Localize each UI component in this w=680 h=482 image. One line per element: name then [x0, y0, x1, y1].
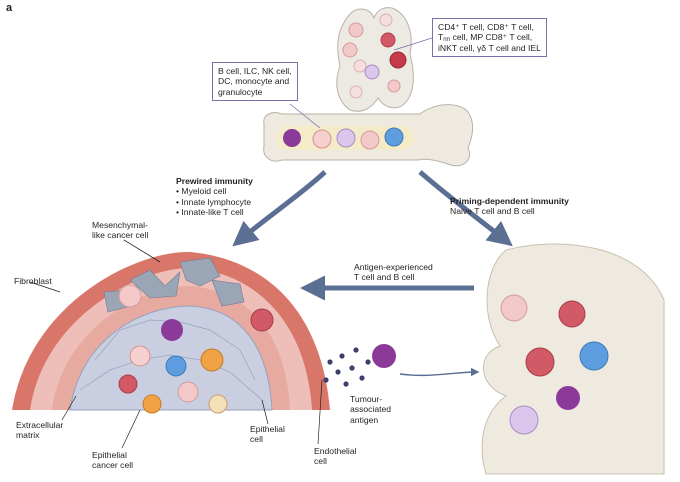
- endothelial-cell-label: Endothelial cell: [314, 446, 357, 467]
- thymus: [336, 7, 414, 112]
- tumour-antigen: [323, 347, 371, 387]
- tumour: [12, 251, 330, 414]
- tcell-line-3: iNKT cell, γδ T cell and IEL: [438, 42, 541, 53]
- fibroblast-label: Fibroblast: [14, 276, 52, 286]
- prewired-title: Prewired immunity: [176, 176, 253, 186]
- tcell-types-box: CD4⁺ T cell, CD8⁺ T cell, Trm cell, MP C…: [432, 18, 547, 58]
- prewired-list: • Myeloid cell • Innate lymphocyte • Inn…: [176, 186, 253, 217]
- prewired-immunity-block: Prewired immunity • Myeloid cell • Innat…: [176, 176, 253, 218]
- bone-marrow: [263, 104, 474, 167]
- mesenchymal-cell-label: Mesenchymal- like cancer cell: [92, 220, 149, 241]
- extracellular-matrix-label: Extracellular matrix: [16, 420, 64, 441]
- priming-subtitle: Naive T cell and B cell: [450, 206, 535, 217]
- innate-line-1: B cell, ILC, NK cell,: [218, 66, 292, 76]
- priming-immunity-block: Priming-dependent immunity Naive T cell …: [450, 196, 569, 217]
- tcell-line-2: Trm cell, MP CD8⁺ T cell,: [438, 32, 533, 44]
- prewired-item-3: • Innate-like T cell: [176, 207, 244, 218]
- prewired-item-2: • Innate lymphocyte: [176, 196, 252, 207]
- epithelial-cell-label: Epithelial cell: [250, 424, 285, 445]
- antigen-experienced-label: Antigen-experienced T cell and B cell: [354, 262, 433, 283]
- priming-title: Priming-dependent immunity: [450, 196, 569, 206]
- prewired-item-1: • Myeloid cell: [176, 186, 227, 197]
- lymph-node: [481, 243, 665, 475]
- innate-line-3: granulocyte: [218, 86, 263, 97]
- epithelial-cancer-cell-label: Epithelial cancer cell: [92, 450, 134, 471]
- tcell-line-1: CD4⁺ T cell, CD8⁺ T cell,: [438, 22, 534, 32]
- dendritic-cell-icon: [372, 344, 396, 368]
- innate-cell-types-box: B cell, ILC, NK cell, DC, monocyte and g…: [212, 62, 298, 102]
- tumour-antigen-label: Tumour- associated antigen: [350, 394, 392, 425]
- panel-label: a: [6, 2, 13, 14]
- innate-line-2: DC, monocyte and: [218, 76, 290, 87]
